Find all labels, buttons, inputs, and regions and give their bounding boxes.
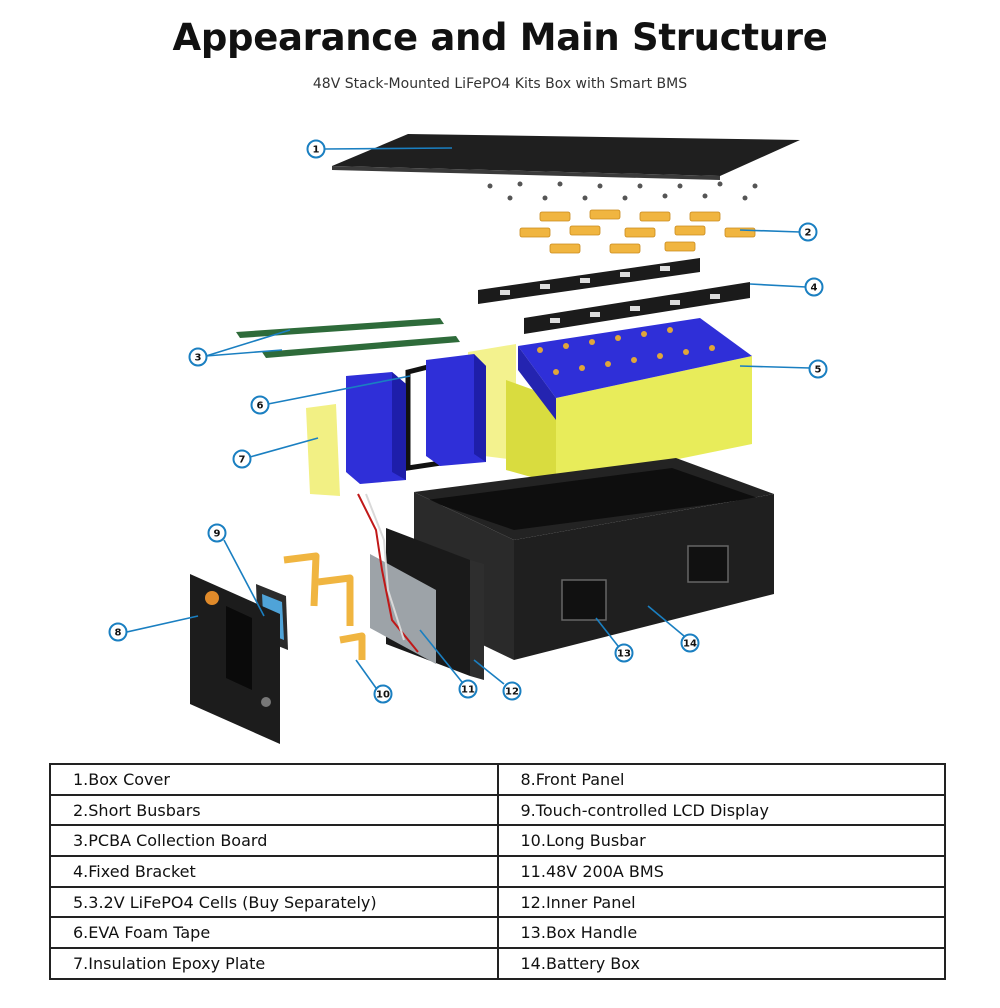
svg-text:1: 1 [313, 145, 320, 156]
callout-11: 11 [458, 679, 478, 699]
callout-1: 1 [306, 139, 326, 159]
legend-item-eva-foam: 6.EVA Foam Tape [49, 916, 499, 950]
svg-text:6: 6 [257, 401, 264, 412]
short-busbars [519, 209, 756, 254]
legend-item-fixed-bracket: 4.Fixed Bracket [49, 855, 499, 888]
long-busbar [283, 552, 366, 660]
bms-board [357, 493, 436, 664]
callout-4: 4 [804, 277, 824, 297]
svg-text:14: 14 [683, 639, 697, 650]
parts-legend-table: 1.Box Cover 8.Front Panel 2.Short Busbar… [49, 763, 946, 980]
legend-row: 7.Insulation Epoxy Plate 14.Battery Box [49, 947, 946, 980]
svg-text:9: 9 [214, 529, 221, 540]
callout-7: 7 [232, 449, 252, 469]
legend-row: 1.Box Cover 8.Front Panel [49, 763, 946, 796]
callout-10: 10 [373, 684, 393, 704]
svg-text:11: 11 [461, 685, 475, 696]
svg-text:10: 10 [376, 690, 390, 701]
callout-3: 3 [188, 347, 208, 367]
legend-item-front-panel: 8.Front Panel [496, 763, 946, 796]
fixed-brackets [478, 258, 750, 334]
legend-row: 3.PCBA Collection Board 10.Long Busbar [49, 824, 946, 858]
single-cells [346, 354, 486, 484]
svg-text:4: 4 [811, 283, 818, 294]
screws [487, 181, 758, 201]
callout-6: 6 [250, 395, 270, 415]
svg-text:3: 3 [195, 353, 202, 364]
front-panel [190, 574, 280, 744]
callout-12: 12 [502, 681, 522, 701]
legend-item-insulation-plate: 7.Insulation Epoxy Plate [49, 947, 499, 980]
legend-item-cells: 5.3.2V LiFePO4 Cells (Buy Separately) [49, 885, 499, 919]
legend-row: 4.Fixed Bracket 11.48V 200A BMS [49, 855, 946, 888]
svg-text:13: 13 [617, 649, 631, 660]
legend-item-bms: 11.48V 200A BMS [496, 855, 946, 888]
callout-2: 2 [798, 222, 818, 242]
svg-text:8: 8 [115, 628, 122, 639]
insulation-plate [306, 404, 340, 496]
legend-item-lcd-display: 9.Touch-controlled LCD Display [496, 793, 946, 827]
legend-row: 5.3.2V LiFePO4 Cells (Buy Separately) 12… [49, 885, 946, 919]
legend-item-long-busbar: 10.Long Busbar [496, 824, 946, 858]
legend-item-short-busbars: 2.Short Busbars [49, 793, 499, 827]
page-subtitle: 48V Stack-Mounted LiFePO4 Kits Box with … [312, 76, 688, 92]
box-cover [332, 134, 800, 180]
legend-item-box-cover: 1.Box Cover [49, 763, 499, 796]
exploded-diagram: 1 2 3 4 5 6 7 8 9 10 11 12 13 14 [108, 134, 828, 744]
legend-item-box-handle: 13.Box Handle [496, 916, 946, 950]
svg-text:7: 7 [239, 455, 246, 466]
pcba-boards [236, 318, 460, 358]
cell-stack [468, 318, 752, 484]
legend-row: 2.Short Busbars 9.Touch-controlled LCD D… [49, 793, 946, 827]
legend-item-inner-panel: 12.Inner Panel [496, 885, 946, 919]
svg-text:5: 5 [815, 365, 822, 376]
svg-text:12: 12 [505, 687, 519, 698]
legend-row: 6.EVA Foam Tape 13.Box Handle [49, 916, 946, 950]
callout-9: 9 [207, 523, 227, 543]
leader-lines [126, 147, 811, 689]
svg-text:2: 2 [805, 228, 812, 239]
callout-8: 8 [108, 622, 128, 642]
callout-13: 13 [614, 643, 634, 663]
legend-item-battery-box: 14.Battery Box [496, 947, 946, 980]
legend-item-pcba-board: 3.PCBA Collection Board [49, 824, 499, 858]
page-title: Appearance and Main Structure [172, 16, 828, 59]
callout-markers: 1 2 3 4 5 6 7 8 9 10 11 12 13 14 [108, 139, 828, 704]
callout-14: 14 [680, 633, 700, 653]
callout-5: 5 [808, 359, 828, 379]
